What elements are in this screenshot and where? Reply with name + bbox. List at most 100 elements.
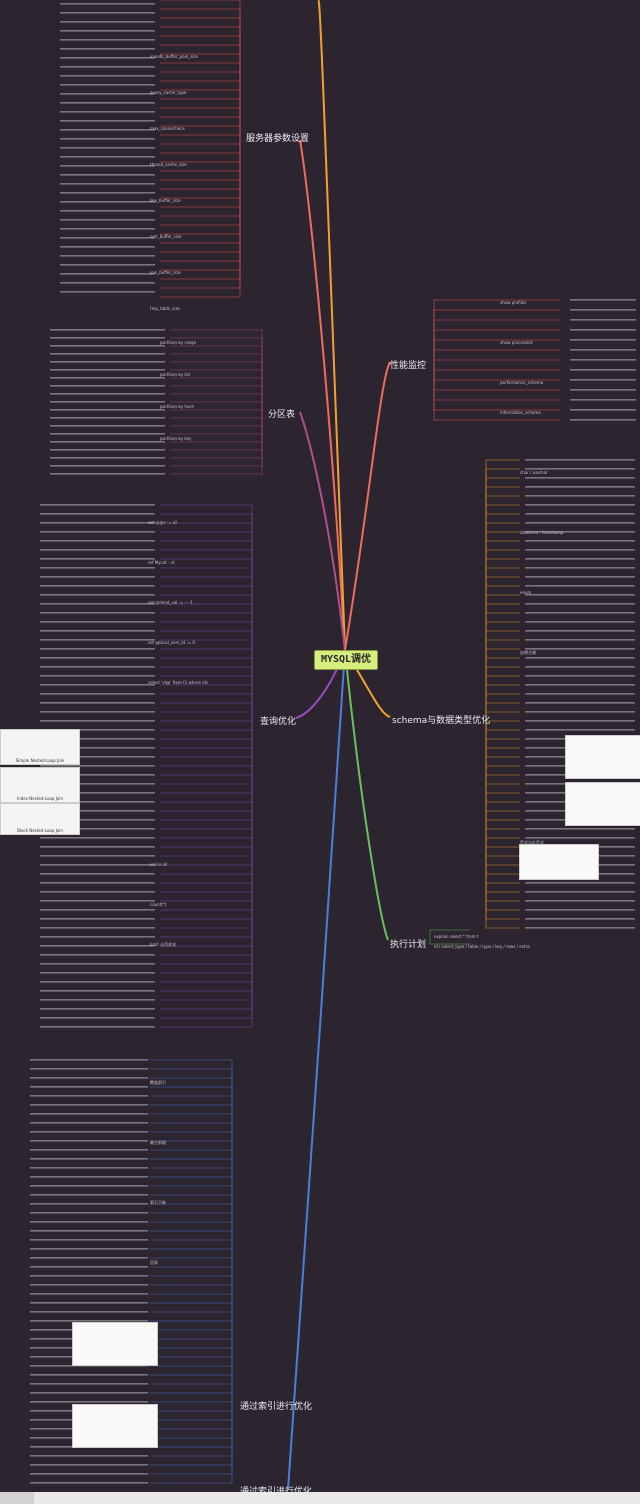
schema-panel-2 xyxy=(565,782,640,826)
leaf-text-mark xyxy=(40,963,155,965)
leaf-connector xyxy=(433,299,560,362)
leaf-connector xyxy=(485,711,520,716)
leaf-connector xyxy=(429,940,470,945)
leaf-connector xyxy=(150,1392,233,1400)
snippet-7: join_buffer_size xyxy=(150,270,181,275)
leaf-connector xyxy=(485,585,520,716)
leaf-text-mark xyxy=(525,828,635,830)
leaf-connector xyxy=(150,1374,233,1400)
leaf-text-mark xyxy=(525,837,635,839)
leaf-connector xyxy=(433,362,560,421)
branch-schema-opt[interactable]: schema与数据类型优化 xyxy=(392,716,491,726)
leaf-text-mark xyxy=(30,1059,148,1061)
snippet-22: 最左前缀 xyxy=(150,1140,166,1145)
branch-query-opt[interactable]: 查询优化 xyxy=(260,717,297,727)
leaf-text-mark xyxy=(30,1104,148,1106)
leaf-connector xyxy=(150,1400,233,1484)
leaf-connector xyxy=(160,504,253,718)
leaf-text-mark xyxy=(30,1122,148,1124)
leaf-text-mark xyxy=(570,309,636,311)
leaf-connector xyxy=(485,648,520,716)
leaf-text-mark xyxy=(30,1086,148,1088)
leaf-text-mark xyxy=(40,819,155,821)
leaf-text-mark xyxy=(40,1026,155,1028)
leaf-text-mark xyxy=(525,531,635,533)
footer-tab[interactable] xyxy=(0,1492,34,1504)
leaf-connector xyxy=(150,1203,233,1400)
link-exec-plan xyxy=(344,649,389,941)
leaf-text-mark xyxy=(525,477,635,479)
leaf-connector xyxy=(160,136,241,181)
leaf-connector xyxy=(150,1185,233,1400)
leaf-connector xyxy=(150,1194,233,1400)
leaf-connector xyxy=(433,329,560,362)
branch-index-opt-1[interactable]: 通过索引进行优化 xyxy=(240,1402,313,1412)
leaf-text-mark xyxy=(40,675,155,677)
leaf-text-mark xyxy=(40,576,155,578)
leaf-text-mark xyxy=(30,1185,148,1187)
snippet-16: set @local_user_id := 0 xyxy=(148,640,195,645)
snippet-24: 回表 xyxy=(150,1260,158,1265)
branch-perf-monitor[interactable]: 性能监控 xyxy=(390,361,427,371)
snippet-19: count(*) xyxy=(150,902,167,907)
leaf-text-mark xyxy=(525,720,635,722)
leaf-text-mark xyxy=(40,945,155,947)
leaf-connector xyxy=(160,718,253,830)
snippet-5: key_buffer_size xyxy=(150,198,181,203)
leaf-text-mark xyxy=(50,329,165,331)
leaf-text-mark xyxy=(40,666,155,668)
leaf-connector xyxy=(150,1275,233,1400)
leaf-connector xyxy=(170,410,263,475)
leaf-connector xyxy=(160,522,253,718)
leaf-text-mark xyxy=(570,339,636,341)
leaf-text-mark xyxy=(30,1302,148,1304)
thumb-simple-nlj-caption: Simple Nested-Loop Join xyxy=(15,758,65,763)
leaf-text-mark xyxy=(40,954,155,956)
leaf-text-mark xyxy=(50,417,165,419)
leaf-connector xyxy=(485,716,520,866)
root-node[interactable]: MYSQL调优 xyxy=(314,650,378,670)
leaf-text-mark xyxy=(40,693,155,695)
branch-partition[interactable]: 分区表 xyxy=(268,410,296,420)
leaf-connector xyxy=(150,1212,233,1400)
leaf-text-mark xyxy=(525,927,635,929)
leaf-text-mark xyxy=(40,990,155,992)
leaf-text-mark xyxy=(30,1149,148,1151)
leaf-connector xyxy=(485,716,520,803)
leaf-connector xyxy=(150,1311,233,1400)
leaf-connector xyxy=(485,468,520,716)
leaf-text-mark xyxy=(525,891,635,893)
leaf-connector xyxy=(433,362,560,411)
leaf-text-mark xyxy=(525,918,635,920)
leaf-connector xyxy=(485,716,520,893)
leaf-text-mark xyxy=(40,594,155,596)
leaf-text-mark xyxy=(30,1284,148,1286)
leaf-connector xyxy=(160,718,253,812)
leaf-connector xyxy=(160,718,253,974)
leaf-connector xyxy=(433,349,560,362)
leaf-connector xyxy=(485,716,520,740)
leaf-text-mark xyxy=(60,183,155,185)
leaf-text-mark xyxy=(40,720,155,722)
leaf-text-mark xyxy=(60,237,155,239)
leaf-connector xyxy=(150,1248,233,1400)
leaf-text-mark xyxy=(525,729,635,731)
leaf-text-mark xyxy=(525,513,635,515)
leaf-text-mark xyxy=(30,1221,148,1223)
snippet-4: thread_cache_size xyxy=(150,162,187,167)
branch-server-params[interactable]: 服务器参数设置 xyxy=(246,134,310,144)
leaf-connector xyxy=(485,716,520,884)
leaf-connector xyxy=(160,718,253,722)
leaf-text-mark xyxy=(570,389,636,391)
leaf-connector xyxy=(150,1104,233,1400)
snippet-20: limit 分页优化 xyxy=(150,942,177,947)
leaf-connector xyxy=(160,718,253,956)
leaf-connector xyxy=(160,136,241,244)
leaf-text-mark xyxy=(50,377,165,379)
leaf-text-mark xyxy=(525,639,635,641)
leaf-connector xyxy=(160,718,253,884)
leaf-text-mark xyxy=(40,981,155,983)
leaf-text-mark xyxy=(30,1464,148,1466)
snippet-23: 索引下推 xyxy=(150,1200,166,1205)
branch-exec-plan[interactable]: 执行计划 xyxy=(390,940,427,950)
